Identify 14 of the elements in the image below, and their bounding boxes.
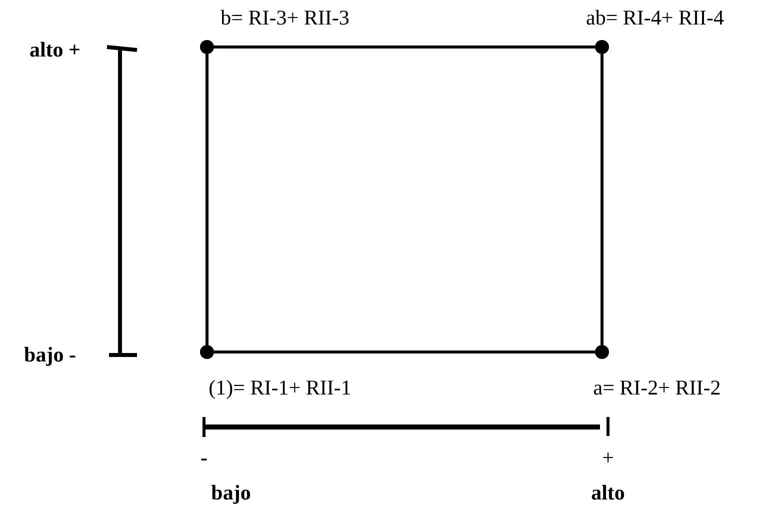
sign-label: - (200, 448, 208, 468)
treatment-label: ab= RI-4+ RII-4 (586, 8, 724, 28)
level-label: bajo - (24, 344, 76, 366)
level-label: alto (591, 482, 625, 504)
connecting-line (206, 54, 208, 345)
treatment-label: a= RI-2+ RII-2 (593, 378, 721, 398)
level-label: bajo (211, 482, 251, 504)
connecting-line (600, 54, 604, 345)
connecting-line (214, 350, 595, 354)
connecting-line (214, 46, 595, 48)
level-label: alto + (29, 40, 81, 60)
treatment-label: b= RI-3+ RII-3 (220, 8, 350, 28)
treatment-label: (1)= RI-1+ RII-1 (208, 378, 352, 398)
sign-label: + (602, 448, 614, 468)
